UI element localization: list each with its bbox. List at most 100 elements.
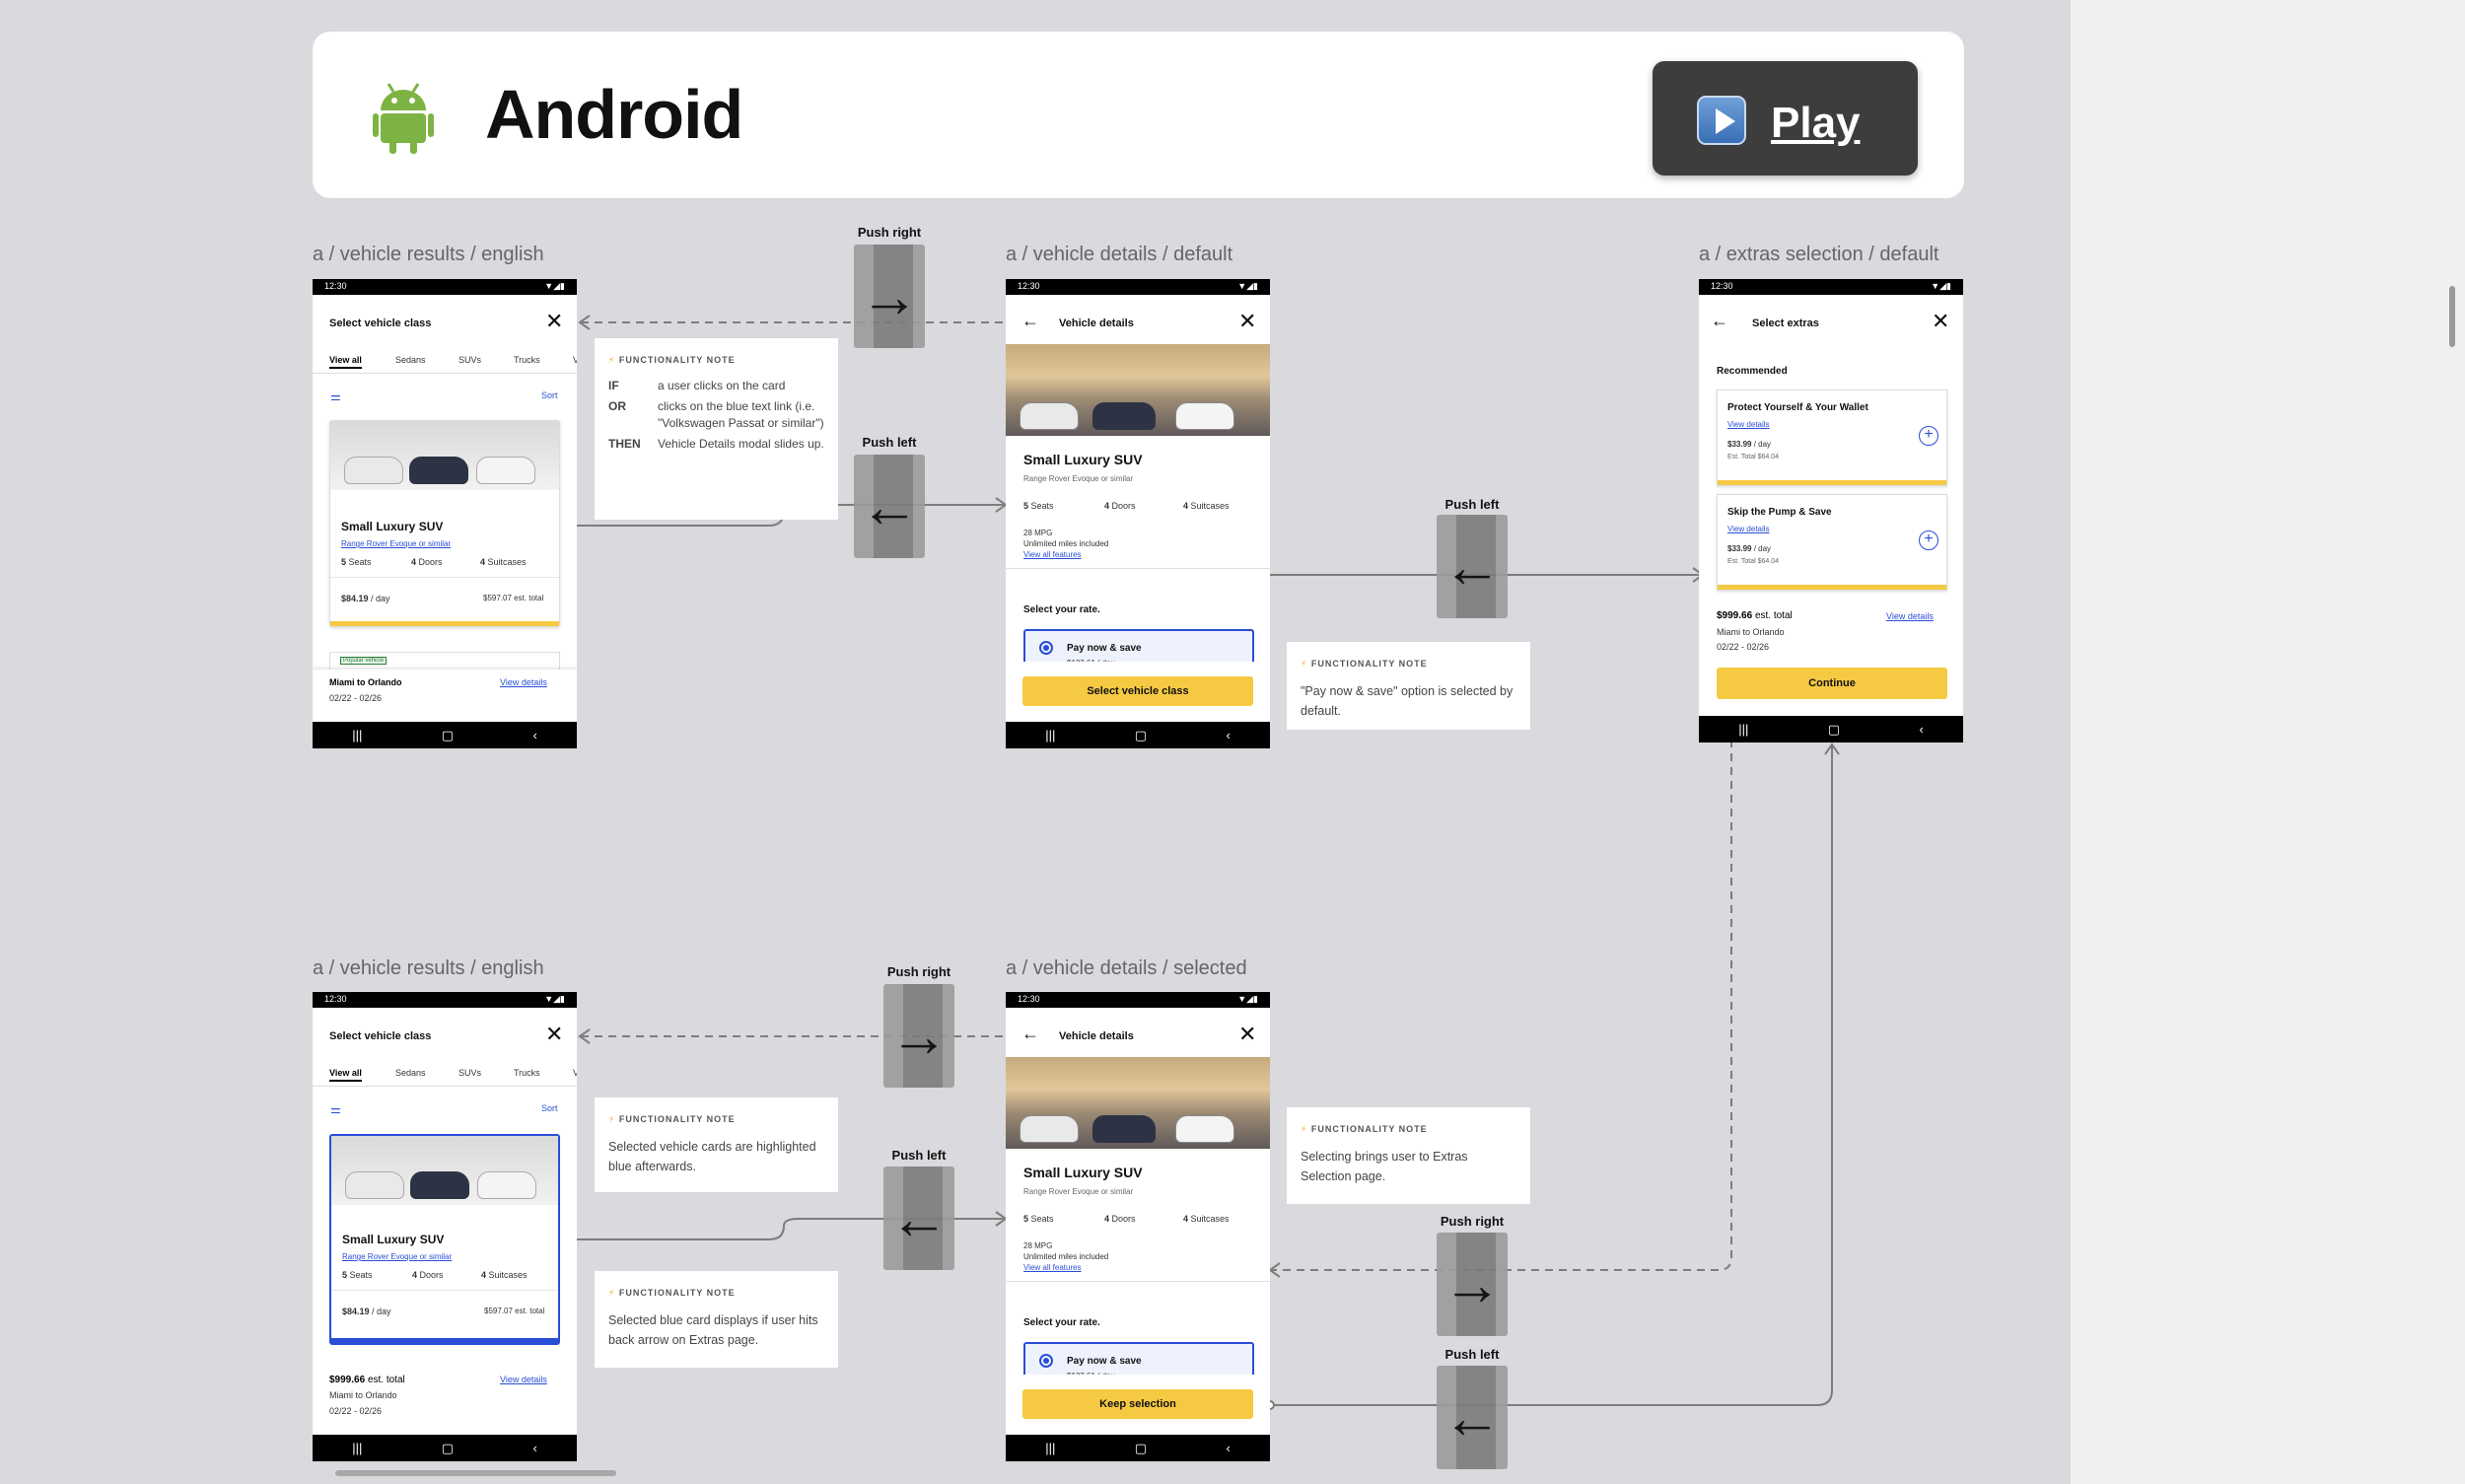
route: Miami to Orlando <box>329 1390 397 1400</box>
tab-sedans[interactable]: Sedans <box>395 1068 426 1078</box>
back-icon[interactable]: ‹ <box>1919 722 1924 737</box>
status-bar: 12:30▼◢▮ <box>313 992 577 1008</box>
extra-card-protect[interactable]: Protect Yourself & Your Wallet View deta… <box>1717 389 1947 486</box>
home-icon[interactable]: ▢ <box>441 727 455 742</box>
phone-vehicle-details: 12:30▼◢▮ ← Vehicle details ✕ Small Luxur… <box>1006 279 1270 748</box>
back-icon[interactable]: ‹ <box>532 728 537 742</box>
vehicle-hero-image <box>1006 1057 1270 1149</box>
recents-icon[interactable]: ||| <box>352 1441 363 1455</box>
card-divider <box>331 1290 558 1291</box>
push-left-transition[interactable]: ← <box>854 455 925 558</box>
close-icon[interactable]: ✕ <box>545 1022 564 1046</box>
card-per-day: / day <box>372 1307 391 1316</box>
add-icon[interactable]: + <box>1919 530 1938 550</box>
play-icon <box>1697 96 1746 145</box>
home-icon[interactable]: ▢ <box>1827 721 1841 737</box>
phone-extras-selection: 12:30▼◢▮ ← Select extras ✕ Recommended P… <box>1699 279 1963 742</box>
add-icon[interactable]: + <box>1919 426 1938 446</box>
radio-selected[interactable] <box>1039 1354 1053 1368</box>
vehicle-image <box>330 421 559 490</box>
recents-icon[interactable]: ||| <box>1045 728 1056 742</box>
card-subtitle-link[interactable]: Range Rover Evoque or similar <box>341 539 452 548</box>
vertical-scrollbar[interactable] <box>2449 286 2455 347</box>
tab-vans[interactable]: V <box>573 355 577 365</box>
dates: 02/22 - 02/26 <box>1717 642 1770 652</box>
view-all-features-link[interactable]: View all features <box>1023 1263 1082 1272</box>
extra-view-details-link[interactable]: View details <box>1727 420 1770 429</box>
tab-suvs[interactable]: SUVs <box>458 355 482 365</box>
radio-selected[interactable] <box>1039 641 1053 655</box>
horizontal-scrollbar[interactable] <box>335 1470 616 1476</box>
keep-selection-button[interactable]: Keep selection <box>1022 1389 1253 1419</box>
select-vehicle-class-button[interactable]: Select vehicle class <box>1022 676 1253 706</box>
play-button[interactable]: Play <box>1653 61 1918 176</box>
push-left-transition[interactable]: ← <box>1437 515 1508 618</box>
seats-label: Seats <box>1030 501 1054 511</box>
filter-icon[interactable]: ⚌ <box>330 389 341 403</box>
tab-trucks[interactable]: Trucks <box>514 355 540 365</box>
close-icon[interactable]: ✕ <box>1932 309 1950 333</box>
right-panel <box>2071 0 2465 1484</box>
close-icon[interactable]: ✕ <box>545 309 564 333</box>
suitcases-count: 4 <box>480 557 486 567</box>
back-arrow-icon[interactable]: ← <box>1711 311 1728 330</box>
close-icon[interactable]: ✕ <box>1238 309 1257 333</box>
next-card[interactable]: Popular vehicle <box>329 652 560 671</box>
status-icons: ▼◢▮ <box>1237 281 1258 291</box>
tab-sedans[interactable]: Sedans <box>395 355 426 365</box>
continue-button[interactable]: Continue <box>1717 668 1947 699</box>
card-subtitle-link[interactable]: Range Rover Evoque or similar <box>342 1252 453 1261</box>
tab-trucks[interactable]: Trucks <box>514 1068 540 1078</box>
view-details-link[interactable]: View details <box>500 677 547 687</box>
doors-count: 4 <box>1104 1214 1110 1224</box>
recents-icon[interactable]: ||| <box>352 728 363 742</box>
vehicle-card-selected[interactable]: Small Luxury SUV Range Rover Evoque or s… <box>329 1134 560 1345</box>
status-time: 12:30 <box>324 281 347 291</box>
screen-title: Vehicle details <box>1059 318 1134 329</box>
back-arrow-icon[interactable]: ← <box>1021 1024 1039 1043</box>
close-icon[interactable]: ✕ <box>1238 1022 1257 1046</box>
tab-vans[interactable]: V <box>573 1068 577 1078</box>
sort-link[interactable]: Sort <box>541 1103 558 1113</box>
home-icon[interactable]: ▢ <box>1134 727 1148 742</box>
car-navy <box>410 1171 469 1199</box>
card-accent-bar <box>330 621 559 626</box>
extra-view-details-link[interactable]: View details <box>1727 525 1770 533</box>
tab-suvs[interactable]: SUVs <box>458 1068 482 1078</box>
car-subtitle: Range Rover Evoque or similar <box>1023 1187 1134 1196</box>
push-right-transition[interactable]: → <box>1437 1233 1508 1336</box>
push-left-transition[interactable]: ← <box>1437 1366 1508 1469</box>
filter-icon[interactable]: ⚌ <box>330 1102 341 1116</box>
back-icon[interactable]: ‹ <box>1226 1441 1231 1455</box>
seats-label: Seats <box>349 1270 373 1280</box>
mpg: 28 MPG <box>1023 1241 1053 1250</box>
note-or-key: OR <box>608 399 626 413</box>
nav-bar: ||| ▢ ‹ <box>1006 1435 1270 1461</box>
section-divider <box>1006 568 1270 569</box>
frame-label-results-2: a / vehicle results / english <box>313 957 544 979</box>
car-navy <box>1092 402 1156 430</box>
back-icon[interactable]: ‹ <box>532 1441 537 1455</box>
select-rate-heading: Select your rate. <box>1023 1317 1100 1328</box>
back-arrow-icon[interactable]: ← <box>1021 311 1039 330</box>
tab-view-all[interactable]: View all <box>329 355 362 369</box>
sort-link[interactable]: Sort <box>541 390 558 400</box>
push-right-transition[interactable]: → <box>883 984 954 1088</box>
car-navy <box>1092 1115 1156 1143</box>
push-right-transition[interactable]: → <box>854 245 925 348</box>
extra-card-fuel[interactable]: Skip the Pump & Save View details $33.99… <box>1717 494 1947 591</box>
note-card-back-arrow: FUNCTIONALITY NOTE Selected blue card di… <box>595 1271 838 1368</box>
home-icon[interactable]: ▢ <box>1134 1440 1148 1455</box>
recents-icon[interactable]: ||| <box>1045 1441 1056 1455</box>
view-details-link[interactable]: View details <box>1886 611 1934 621</box>
view-all-features-link[interactable]: View all features <box>1023 550 1082 559</box>
vehicle-hero-image <box>1006 344 1270 436</box>
back-icon[interactable]: ‹ <box>1226 728 1231 742</box>
view-details-link[interactable]: View details <box>500 1375 547 1384</box>
suitcases-label: Suitcases <box>1190 1214 1230 1224</box>
tab-view-all[interactable]: View all <box>329 1068 362 1082</box>
vehicle-card[interactable]: Small Luxury SUV Range Rover Evoque or s… <box>329 420 560 627</box>
push-left-transition[interactable]: ← <box>883 1166 954 1270</box>
recents-icon[interactable]: ||| <box>1738 722 1749 737</box>
home-icon[interactable]: ▢ <box>441 1440 455 1455</box>
